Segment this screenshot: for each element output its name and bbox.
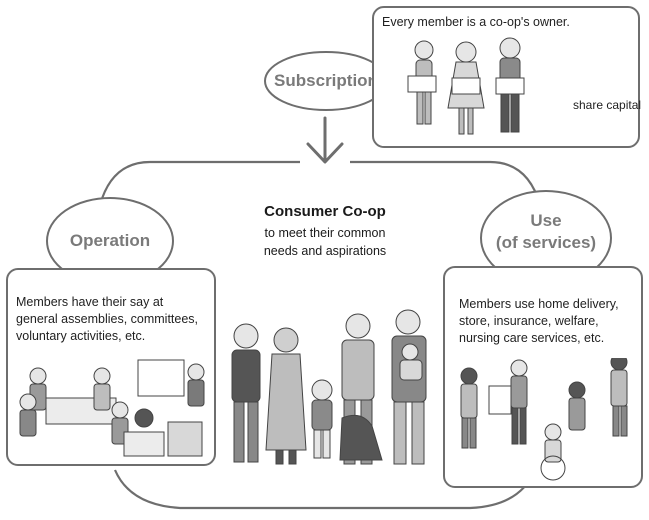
services-illustration [460,358,628,481]
operation-label: Operation [69,231,151,251]
use-label-line-1: Use [530,211,562,231]
center-subtitle-line-2: needs and aspirations [263,244,387,258]
subscription-label: Subscription [274,71,378,91]
use-label-line-2: (of services) [495,233,597,253]
operation-line-3: voluntary activities, etc. [16,329,146,343]
use-line-2: store, insurance, welfare, [459,314,599,328]
members-illustration [407,37,525,135]
down-arrow-icon [306,116,344,164]
operation-box: Members have their say at general assemb… [6,268,216,466]
use-line-3: nursing care services, etc. [459,331,605,345]
family-illustration [231,309,427,465]
center-title: Consumer Co-op [264,203,386,220]
use-box: Members use home delivery, store, insura… [443,266,643,488]
share-capital-label: share capital [573,98,642,112]
operation-line-1: Members have their say at [16,295,164,309]
meeting-illustration [19,359,205,457]
subscription-box: Every member is a co-op's owner. [372,6,640,148]
operation-line-2: general assemblies, committees, [16,312,199,326]
subscription-box-text: Every member is a co-op's owner. [382,15,570,29]
center-subtitle-line-1: to meet their common [264,226,386,240]
use-line-1: Members use home delivery, [459,297,619,311]
